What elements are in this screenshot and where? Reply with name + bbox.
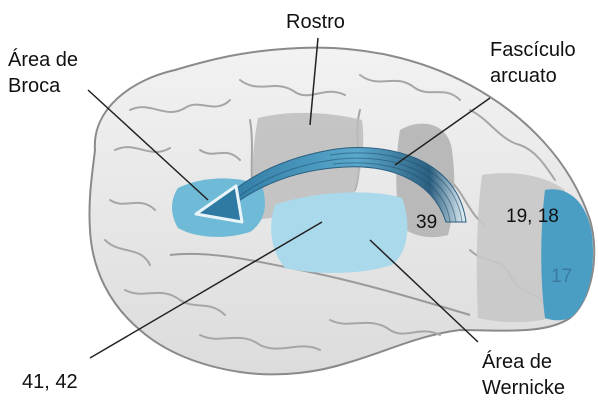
label-broca-line2: Broca (8, 75, 61, 97)
label-area-39: 39 (416, 212, 437, 233)
label-wernicke-line1: Área de (482, 350, 552, 373)
label-wernicke-line2: Wernicke (482, 377, 565, 399)
label-arcuate-line1: Fascículo (490, 39, 576, 61)
label-arcuate-line2: arcuato (490, 65, 557, 87)
wernicke-region (271, 192, 407, 273)
label-face: Rostro (286, 11, 345, 33)
label-primary-visual: 17 (551, 266, 572, 287)
label-auditory: 41, 42 (22, 371, 78, 393)
label-visual-association: 19, 18 (506, 206, 559, 227)
label-broca-line1: Área de (8, 48, 78, 71)
